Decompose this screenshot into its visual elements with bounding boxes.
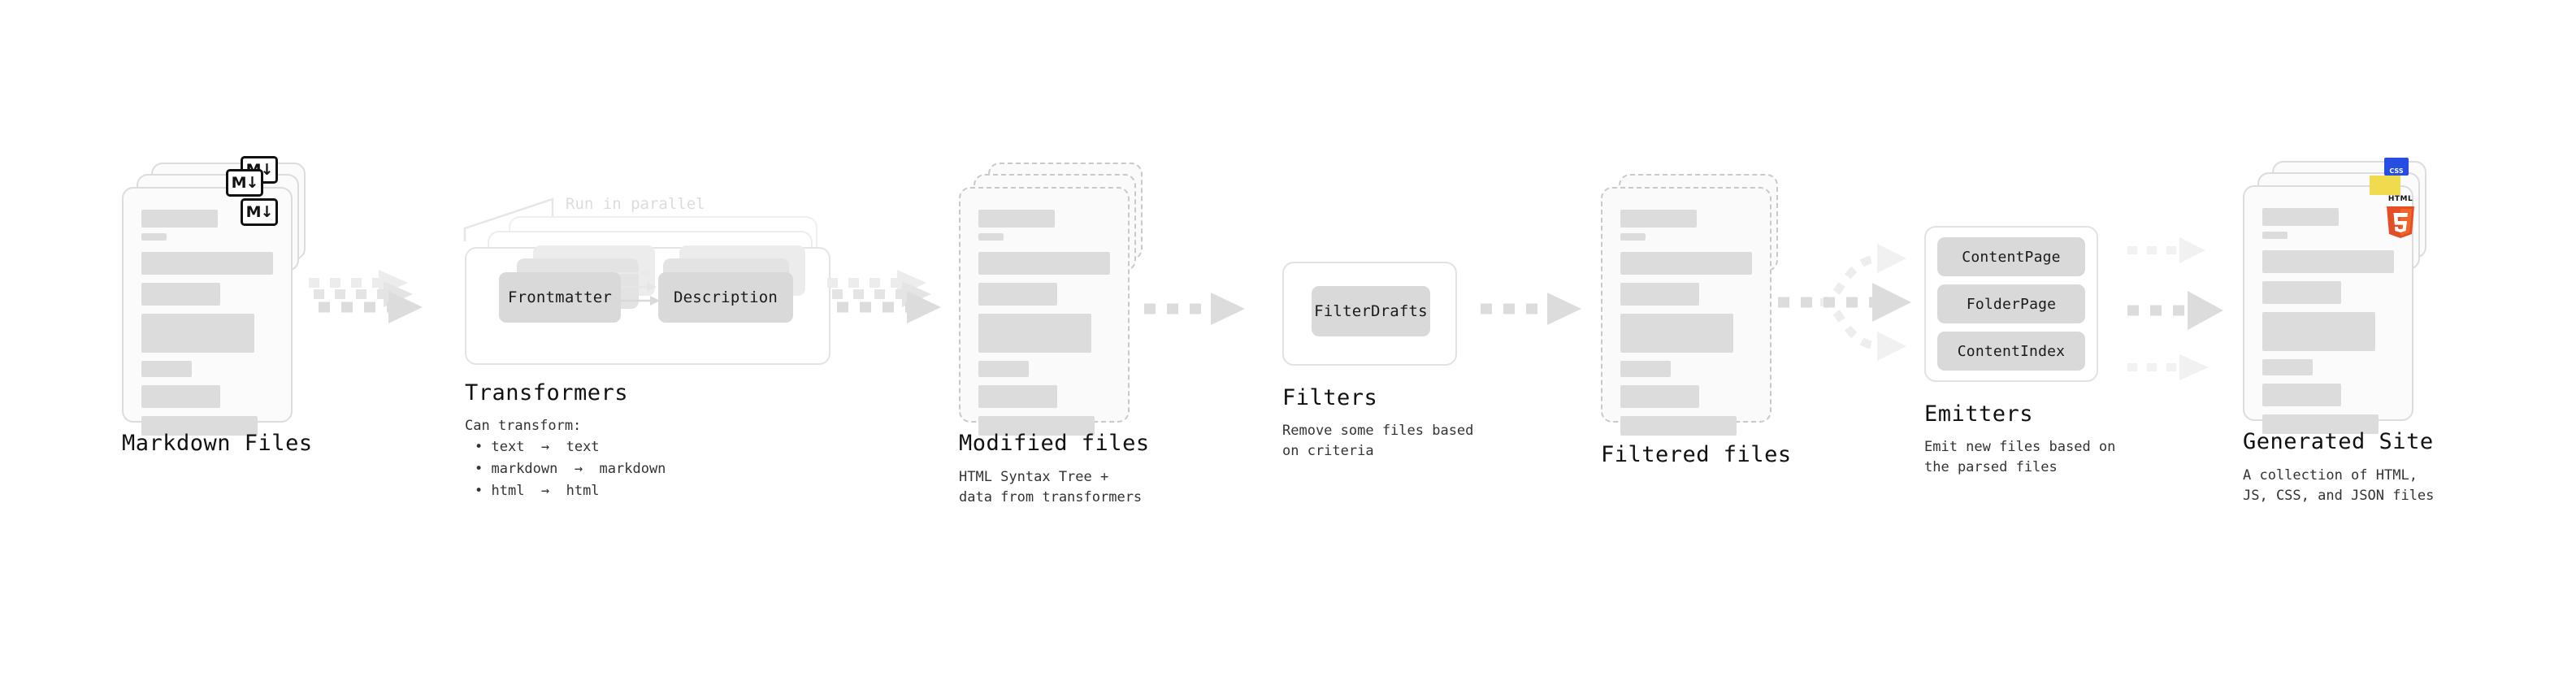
modified-files-subtitle: HTML Syntax Tree + data from transformer… bbox=[959, 469, 1143, 505]
run-in-parallel-bracket bbox=[463, 197, 554, 241]
transformer-chip-description[interactable]: Description bbox=[658, 272, 793, 323]
emitters-subtitle: Emit new files based on the parsed files bbox=[1924, 439, 2116, 475]
filtered-files-title: Filtered files bbox=[1601, 442, 1792, 467]
markdown-badge-back-1: M↓ bbox=[226, 169, 263, 197]
markdown-badge: M↓ bbox=[241, 198, 278, 226]
transformers-bullet-3-text: html → html bbox=[491, 483, 600, 499]
site-card-front bbox=[2243, 185, 2413, 434]
transformers-bullet-1-text: text → text bbox=[491, 439, 600, 455]
filtered-card-front bbox=[1601, 187, 1772, 436]
html5-badge: HTML bbox=[2383, 195, 2418, 239]
run-in-parallel-label: Run in parallel bbox=[566, 195, 705, 213]
transformers-title: Transformers bbox=[465, 380, 629, 406]
modified-card-front bbox=[959, 187, 1130, 436]
css-badge: CSS bbox=[2384, 158, 2409, 176]
stage-generated-site: CSS HTML Generated Site A collection of … bbox=[2243, 158, 2438, 504]
emitters-title: Emitters bbox=[1924, 401, 2034, 427]
js-badge bbox=[2370, 176, 2400, 195]
connector-filters-to-filtered bbox=[1481, 293, 1581, 325]
markdown-card-stack: M↓ M↓ M↓ bbox=[122, 156, 309, 436]
transformer-chip-frontmatter[interactable]: Frontmatter bbox=[499, 272, 621, 323]
stage-markdown-files: M↓ M↓ M↓ Markdown Files bbox=[122, 156, 312, 456]
transformer-inner-arrows bbox=[613, 268, 660, 306]
transformers-bullet-3: • html → html bbox=[475, 483, 600, 499]
markdown-files-title: Markdown Files bbox=[122, 431, 313, 456]
generated-site-title: Generated Site bbox=[2243, 429, 2434, 454]
connector-filtered-to-emitters bbox=[1778, 244, 1911, 361]
emitter-chip-contentindex[interactable]: ContentIndex bbox=[1937, 332, 2085, 371]
filtered-card-skeleton bbox=[1620, 210, 1752, 444]
emitter-chip-folderpage[interactable]: FolderPage bbox=[1937, 284, 2085, 323]
transformers-bullet-2: • markdown → markdown bbox=[475, 461, 666, 477]
html5-badge-label: HTML bbox=[2387, 195, 2413, 203]
connector-markdown-to-transformers bbox=[309, 270, 423, 323]
site-card-skeleton bbox=[2262, 208, 2394, 442]
transformers-bullet-1: • text → text bbox=[475, 439, 600, 455]
connector-emitters-to-site bbox=[2127, 237, 2223, 380]
modified-files-title: Modified files bbox=[959, 431, 1150, 456]
markdown-card-skeleton bbox=[141, 210, 273, 444]
filtered-card-stack bbox=[1601, 174, 1788, 436]
stage-modified-files: Modified files HTML Syntax Tree + data f… bbox=[959, 163, 1149, 505]
transformers-bullet-2-text: markdown → markdown bbox=[491, 461, 666, 477]
site-card-stack: CSS HTML bbox=[2243, 158, 2438, 434]
stage-filtered-files: Filtered files bbox=[1601, 174, 1791, 467]
emitter-chip-contentpage[interactable]: ContentPage bbox=[1937, 237, 2085, 276]
transformers-subtitle: Can transform: bbox=[465, 418, 582, 434]
modified-card-stack bbox=[959, 163, 1146, 436]
markdown-card-front bbox=[122, 187, 293, 436]
filter-chip-filterdrafts[interactable]: FilterDrafts bbox=[1312, 286, 1430, 336]
filters-title: Filters bbox=[1282, 385, 1378, 410]
filters-subtitle: Remove some files based on criteria bbox=[1282, 423, 1474, 459]
connector-transformers-to-modified bbox=[827, 270, 941, 323]
html5-shield-icon bbox=[2387, 206, 2414, 238]
modified-card-skeleton bbox=[978, 210, 1110, 444]
generated-site-subtitle: A collection of HTML, JS, CSS, and JSON … bbox=[2243, 467, 2435, 504]
connector-modified-to-filters bbox=[1144, 293, 1245, 325]
